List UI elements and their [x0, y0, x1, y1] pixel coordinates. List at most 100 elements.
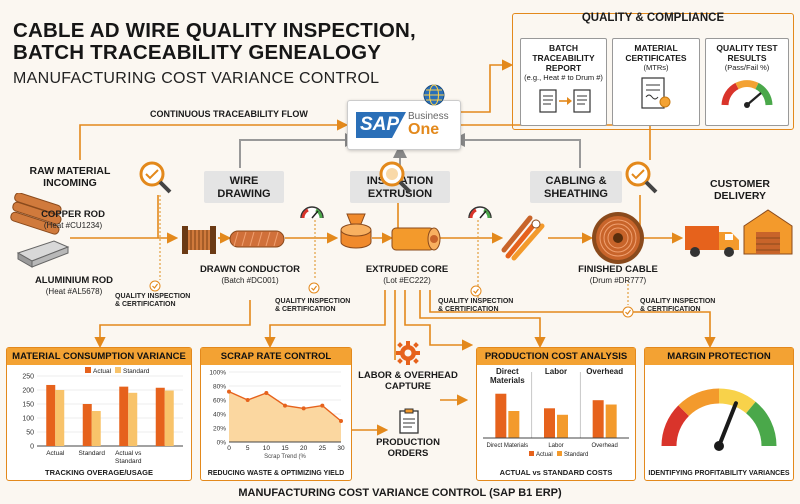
y-tick-label: 20%	[213, 426, 226, 433]
quality-inspection-label: QUALITY INSPECTION & CERTIFICATION	[115, 293, 191, 308]
customer-delivery-label: CUSTOMER DELIVERY	[710, 178, 770, 202]
scrap-point	[245, 398, 250, 402]
scrap-point	[339, 419, 343, 423]
drawn-conductor-icon	[229, 230, 285, 248]
cable-drum-icon	[592, 212, 644, 264]
page-subtitle: MANUFACTURING COST VARIANCE CONTROL	[13, 70, 380, 87]
bar-standard	[508, 411, 520, 438]
material-certificates-card: MATERIAL CERTIFICATES (MTRs)	[612, 38, 700, 126]
extruded-core-lot: (Lot #EC222)	[383, 276, 431, 285]
stage-cabling-sheathing: CABLING & SHEATHING	[530, 171, 622, 203]
title-line-1: CABLE AD WIRE QUALITY INSPECTION,	[13, 19, 416, 42]
aluminium-rod-label: ALUMINIUM ROD	[34, 275, 114, 286]
quality-inspection-label: QUALITY INSPECTION & CERTIFICATION	[640, 298, 716, 313]
x-tick-label: 5	[246, 445, 250, 452]
drawn-conductor-label: DRAWN CONDUCTOR	[199, 264, 301, 275]
quality-test-title: QUALITY TEST RESULTS	[716, 43, 778, 63]
x-tick-label: Standard	[79, 450, 106, 457]
gauge-icon	[300, 206, 324, 219]
aluminium-rod-icon	[16, 240, 70, 268]
legend-swatch-actual	[85, 367, 91, 373]
margin-protection-title: MARGIN PROTECTION	[645, 348, 793, 365]
material-consumption-title: MATERIAL CONSUMPTION VARIANCE	[7, 348, 191, 365]
quality-inspection-label: QUALITY INSPECTION & CERTIFICATION	[438, 298, 514, 313]
gauge-hub	[714, 441, 724, 451]
check-icon	[149, 280, 161, 292]
page-title: CABLE AD WIRE QUALITY INSPECTION, BATCH …	[13, 20, 416, 64]
legend-swatch-standard	[557, 451, 562, 456]
check-icon	[622, 306, 634, 318]
legend-swatch-actual	[529, 451, 534, 456]
x-tick-label: 30	[337, 445, 345, 452]
legend-label-actual: Actual	[93, 368, 112, 375]
stage-wire-drawing: WIRE DRAWING	[204, 171, 284, 203]
y-tick-label: 80%	[213, 384, 226, 391]
x-tick-label: 25	[319, 445, 327, 452]
bar-standard	[128, 392, 138, 446]
finished-cable-label: FINISHED CABLE	[578, 264, 658, 275]
gauge-icon	[468, 206, 492, 219]
bar-standard	[91, 411, 101, 446]
footer-title: MANUFACTURING COST VARIANCE CONTROL (SAP…	[238, 487, 562, 499]
globe-icon	[423, 84, 445, 106]
gauge-segment	[745, 401, 777, 447]
scrap-point	[283, 403, 287, 408]
inspection-search-icon	[625, 161, 658, 194]
check-icon	[470, 285, 482, 297]
extruded-core-icon	[391, 227, 441, 251]
batch-traceability-card: BATCH TRACEABILITY REPORT (e.g., Heat # …	[520, 38, 607, 126]
bar-actual	[544, 408, 555, 438]
scrap-point	[320, 403, 325, 408]
margin-protection-caption: IDENTIFYING PROFITABILITY VARIANCES	[648, 470, 790, 477]
gauge-segment	[661, 405, 690, 447]
x-tick-label: 20	[300, 445, 308, 452]
inspection-search-icon	[379, 161, 412, 194]
extruded-core-label: EXTRUDED CORE	[365, 264, 449, 275]
batch-traceability-sub: (e.g., Heat # to Drum #)	[524, 73, 603, 82]
group-label: Labor	[545, 367, 567, 376]
x-tick-label: Overhead	[591, 443, 617, 449]
gauge-segment	[718, 388, 756, 414]
bar-standard	[164, 390, 174, 446]
scrap-point	[227, 389, 231, 394]
x-tick-label: Direct Materials	[486, 443, 528, 449]
copper-heat-label: (Heat #CU1234)	[43, 221, 103, 230]
sap-business-text: Business	[408, 111, 449, 122]
group-label: Direct	[496, 367, 519, 376]
sap-one-text: One	[408, 121, 440, 138]
wire-spool-icon	[182, 226, 216, 254]
y-tick-label: 0%	[217, 440, 227, 447]
inspection-search-icon	[139, 161, 172, 194]
quality-compliance-panel: QUALITY & COMPLIANCE	[512, 12, 794, 130]
quality-gauge-icon	[721, 80, 773, 108]
batch-traceability-title: BATCH TRACEABILITY REPORT	[532, 43, 595, 73]
group-label: Overhead	[586, 367, 623, 376]
quality-test-sub: (Pass/Fail %)	[724, 63, 770, 72]
quality-test-results-card: QUALITY TEST RESULTS (Pass/Fail %)	[705, 38, 789, 126]
legend-label-actual: Actual	[536, 452, 553, 458]
production-orders-label: PRODUCTION ORDERS	[376, 437, 440, 459]
bar-standard	[605, 404, 617, 438]
bar-actual	[46, 384, 56, 446]
margin-protection-panel: MARGIN PROTECTION IDENTIFYING PROFITABIL…	[644, 347, 794, 481]
margin-gauge-chart	[661, 388, 777, 451]
legend-swatch-standard	[115, 367, 121, 373]
production-cost-title: PRODUCTION COST ANALYSIS	[477, 348, 635, 365]
title-line-2: BATCH TRACEABILITY GENEALOGY	[13, 41, 382, 64]
check-icon	[308, 282, 320, 294]
y-tick-label: 100	[22, 416, 34, 423]
scrap-rate-title: SCRAP RATE CONTROL	[201, 348, 351, 365]
group-label: Materials	[490, 376, 525, 385]
bar-standard	[55, 390, 65, 446]
copper-rod-icon	[10, 193, 62, 235]
quality-inspection-label: QUALITY INSPECTION & CERTIFICATION	[275, 298, 351, 313]
extruder-icon	[340, 213, 372, 249]
sap-business-one-logo: SAP Business One	[347, 100, 461, 150]
drawn-conductor-batch: (Batch #DC001)	[221, 276, 279, 285]
document-flow-icon	[538, 89, 591, 113]
bar-standard	[557, 414, 568, 438]
